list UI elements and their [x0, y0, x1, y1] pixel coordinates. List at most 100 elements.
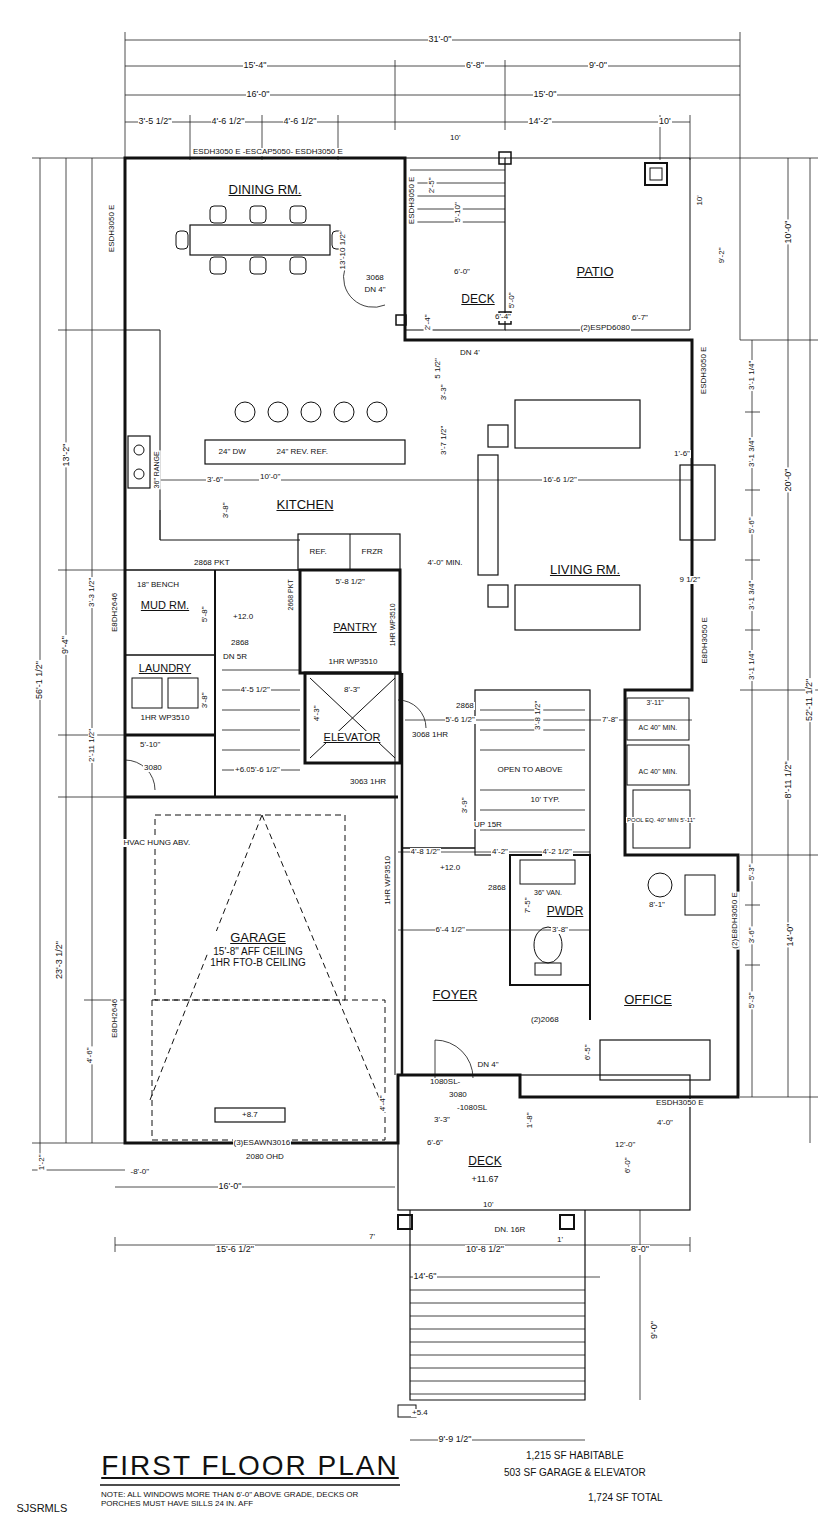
dimension-label: 3'-7 1/2" [440, 424, 449, 455]
dimension-label: 3'-6" [748, 926, 757, 944]
room-label: KITCHEN [274, 498, 335, 513]
dimension-label: HVAC HUNG ABV. [123, 839, 192, 848]
room-name: KITCHEN [274, 498, 335, 513]
dimension-label: ESDH3050 E [408, 175, 417, 225]
deck-label: DECK [466, 1155, 503, 1169]
dimension-label: -1080SL [456, 1104, 488, 1113]
dimension-label: 1HR WP3510 [140, 714, 191, 723]
dimension-label: 1HR WP3510 [384, 854, 393, 905]
deck-label: DECK [459, 293, 496, 307]
room-name: GARAGE [208, 931, 307, 946]
garage-label: GARAGE15'-8" AFF CEILING1HR FTO-B CEILIN… [208, 931, 307, 969]
dimension-label: 3'-3" [440, 383, 449, 401]
dimension-label: E8DH2646 [111, 997, 120, 1038]
dimension-label: 6'-0" [624, 1156, 633, 1174]
dimension-label: 23'-3 1/2" [55, 940, 65, 980]
room-label: PWDR [545, 905, 586, 919]
dimension-label: 3'-11" [646, 699, 665, 707]
dimension-label: 6'-6" [426, 1139, 444, 1148]
patio-label: PATIO [574, 265, 615, 280]
dimension-label: REF. [309, 548, 328, 557]
dimension-label: -8'-0" [130, 1168, 151, 1177]
dimension-label: 3'-8" [201, 691, 210, 709]
dimension-label: 2080 OHD [245, 1153, 285, 1162]
dimension-label: 5'-10" [139, 741, 161, 750]
dimension-label: 16'-0" [246, 90, 271, 100]
dimension-label: 3080 [143, 764, 163, 773]
dimension-label: SJSRMLS [16, 1502, 69, 1514]
dimension-label: AC 40" MIN. [638, 768, 679, 776]
dimension-label: 9'-2" [718, 246, 727, 264]
dimension-label: 2868 [487, 884, 507, 893]
dimension-label: 3'-1 1/4" [748, 649, 757, 680]
dimension-label: 4'-6 1/2" [283, 117, 318, 127]
dimension-label: +12.0 [439, 864, 461, 873]
dimension-label: 5'-3" [748, 863, 757, 881]
dimension-label: DN 4' [459, 349, 481, 358]
dimension-label: 14'-0" [785, 922, 795, 947]
dimension-label: 13'-2" [61, 442, 71, 467]
dimension-label: 36" RANGE [152, 450, 160, 489]
dimension-label: 3'-8 1/2" [534, 699, 543, 730]
dimension-label: 5 1/2" [433, 357, 442, 380]
room-label: OFFICE [622, 993, 674, 1008]
dimension-label: 3'-1 3/4" [748, 436, 757, 467]
room-name: LIVING RM. [548, 563, 622, 578]
dimension-label: 3068 1HR [411, 731, 449, 740]
dimension-label: ESDH3050 E [108, 203, 117, 253]
dimension-label: 3063 1HR [349, 778, 387, 787]
dimension-label: 10'-0" [783, 219, 793, 244]
dimension-label: 4'-0" [656, 1119, 674, 1128]
dimension-label: 3'-8" [551, 926, 569, 935]
dimension-label: OPEN TO ABOVE [497, 766, 564, 775]
plan-title: FIRST FLOOR PLAN [101, 1450, 399, 1482]
dimension-label: (2)ESPD6080 [580, 324, 631, 333]
dimension-label: E8DH3050 E [700, 616, 709, 665]
dimension-label: 16'-0" [218, 1182, 243, 1192]
dimension-label: 2868 [455, 702, 475, 711]
dimension-label: 3'-5 1/2" [138, 117, 173, 127]
dimension-label: 9'-9 1/2" [438, 1435, 473, 1445]
dimension-label: 6'-5" [584, 1043, 593, 1061]
dimension-label: 10'-0" [259, 473, 281, 482]
room-note: 15'-8" AFF CEILING [208, 946, 307, 958]
dimension-label: 1HR WP3510 [388, 602, 396, 647]
dimension-label: 5'-6" [748, 516, 757, 534]
dimension-label: 4'-3" [313, 704, 322, 722]
dimension-label: 2868 PKT [193, 559, 231, 568]
dimension-label: POOL EQ. 40" MIN 5'-11" [626, 817, 696, 824]
dimension-label: 15'-4" [243, 61, 268, 71]
dimension-label: 24" REV. REF. [276, 448, 329, 457]
dimension-label: ESDH3050 E [700, 345, 709, 395]
dimension-label: 1,215 SF HABITABLE [525, 1450, 625, 1461]
dimension-label: DN 5R [222, 653, 248, 662]
dimension-label: 3080 [448, 1091, 468, 1100]
dimension-label: 5'-3" [748, 991, 757, 1009]
room-label: LAUNDRY [137, 662, 193, 675]
room-name: MUD RM. [139, 599, 191, 612]
dimension-label: 3'-3 1/2" [88, 576, 97, 607]
dimension-label: 36" VAN. [533, 889, 563, 897]
dimension-label: ESDH3050 E -ESCAP5050- ESDH3050 E [192, 148, 344, 157]
room-name: DECK [466, 1155, 503, 1169]
dimension-label: +11.67 [471, 1175, 500, 1185]
dimension-label: 14'-2" [528, 117, 553, 127]
dimension-label: 10' [482, 1201, 494, 1210]
dimension-label: 12'-0" [614, 1141, 636, 1150]
dimension-label: 2'-5" [428, 176, 437, 194]
room-label: FOYER [431, 988, 480, 1003]
room-name: PATIO [574, 265, 615, 280]
dimension-label: 8'-0" [630, 1245, 650, 1255]
dimension-label: AC 40" MIN. [638, 724, 679, 732]
dimension-label: 1'-8" [526, 1111, 535, 1129]
dimension-label: 1HR WP3510 [328, 658, 379, 667]
dimension-label: 3'-6" [206, 476, 224, 485]
dimension-label: 16'-6 1/2" [542, 476, 578, 485]
elevator-label: ELEVATOR [322, 731, 383, 744]
dimension-label: 2668 PKT [286, 578, 294, 611]
dimension-label: 3'-1 3/4" [748, 579, 757, 610]
dimension-label: 10' [696, 194, 705, 206]
dimension-label: 14'-6" [413, 1272, 438, 1282]
dimension-label: 7'-5" [524, 896, 533, 914]
